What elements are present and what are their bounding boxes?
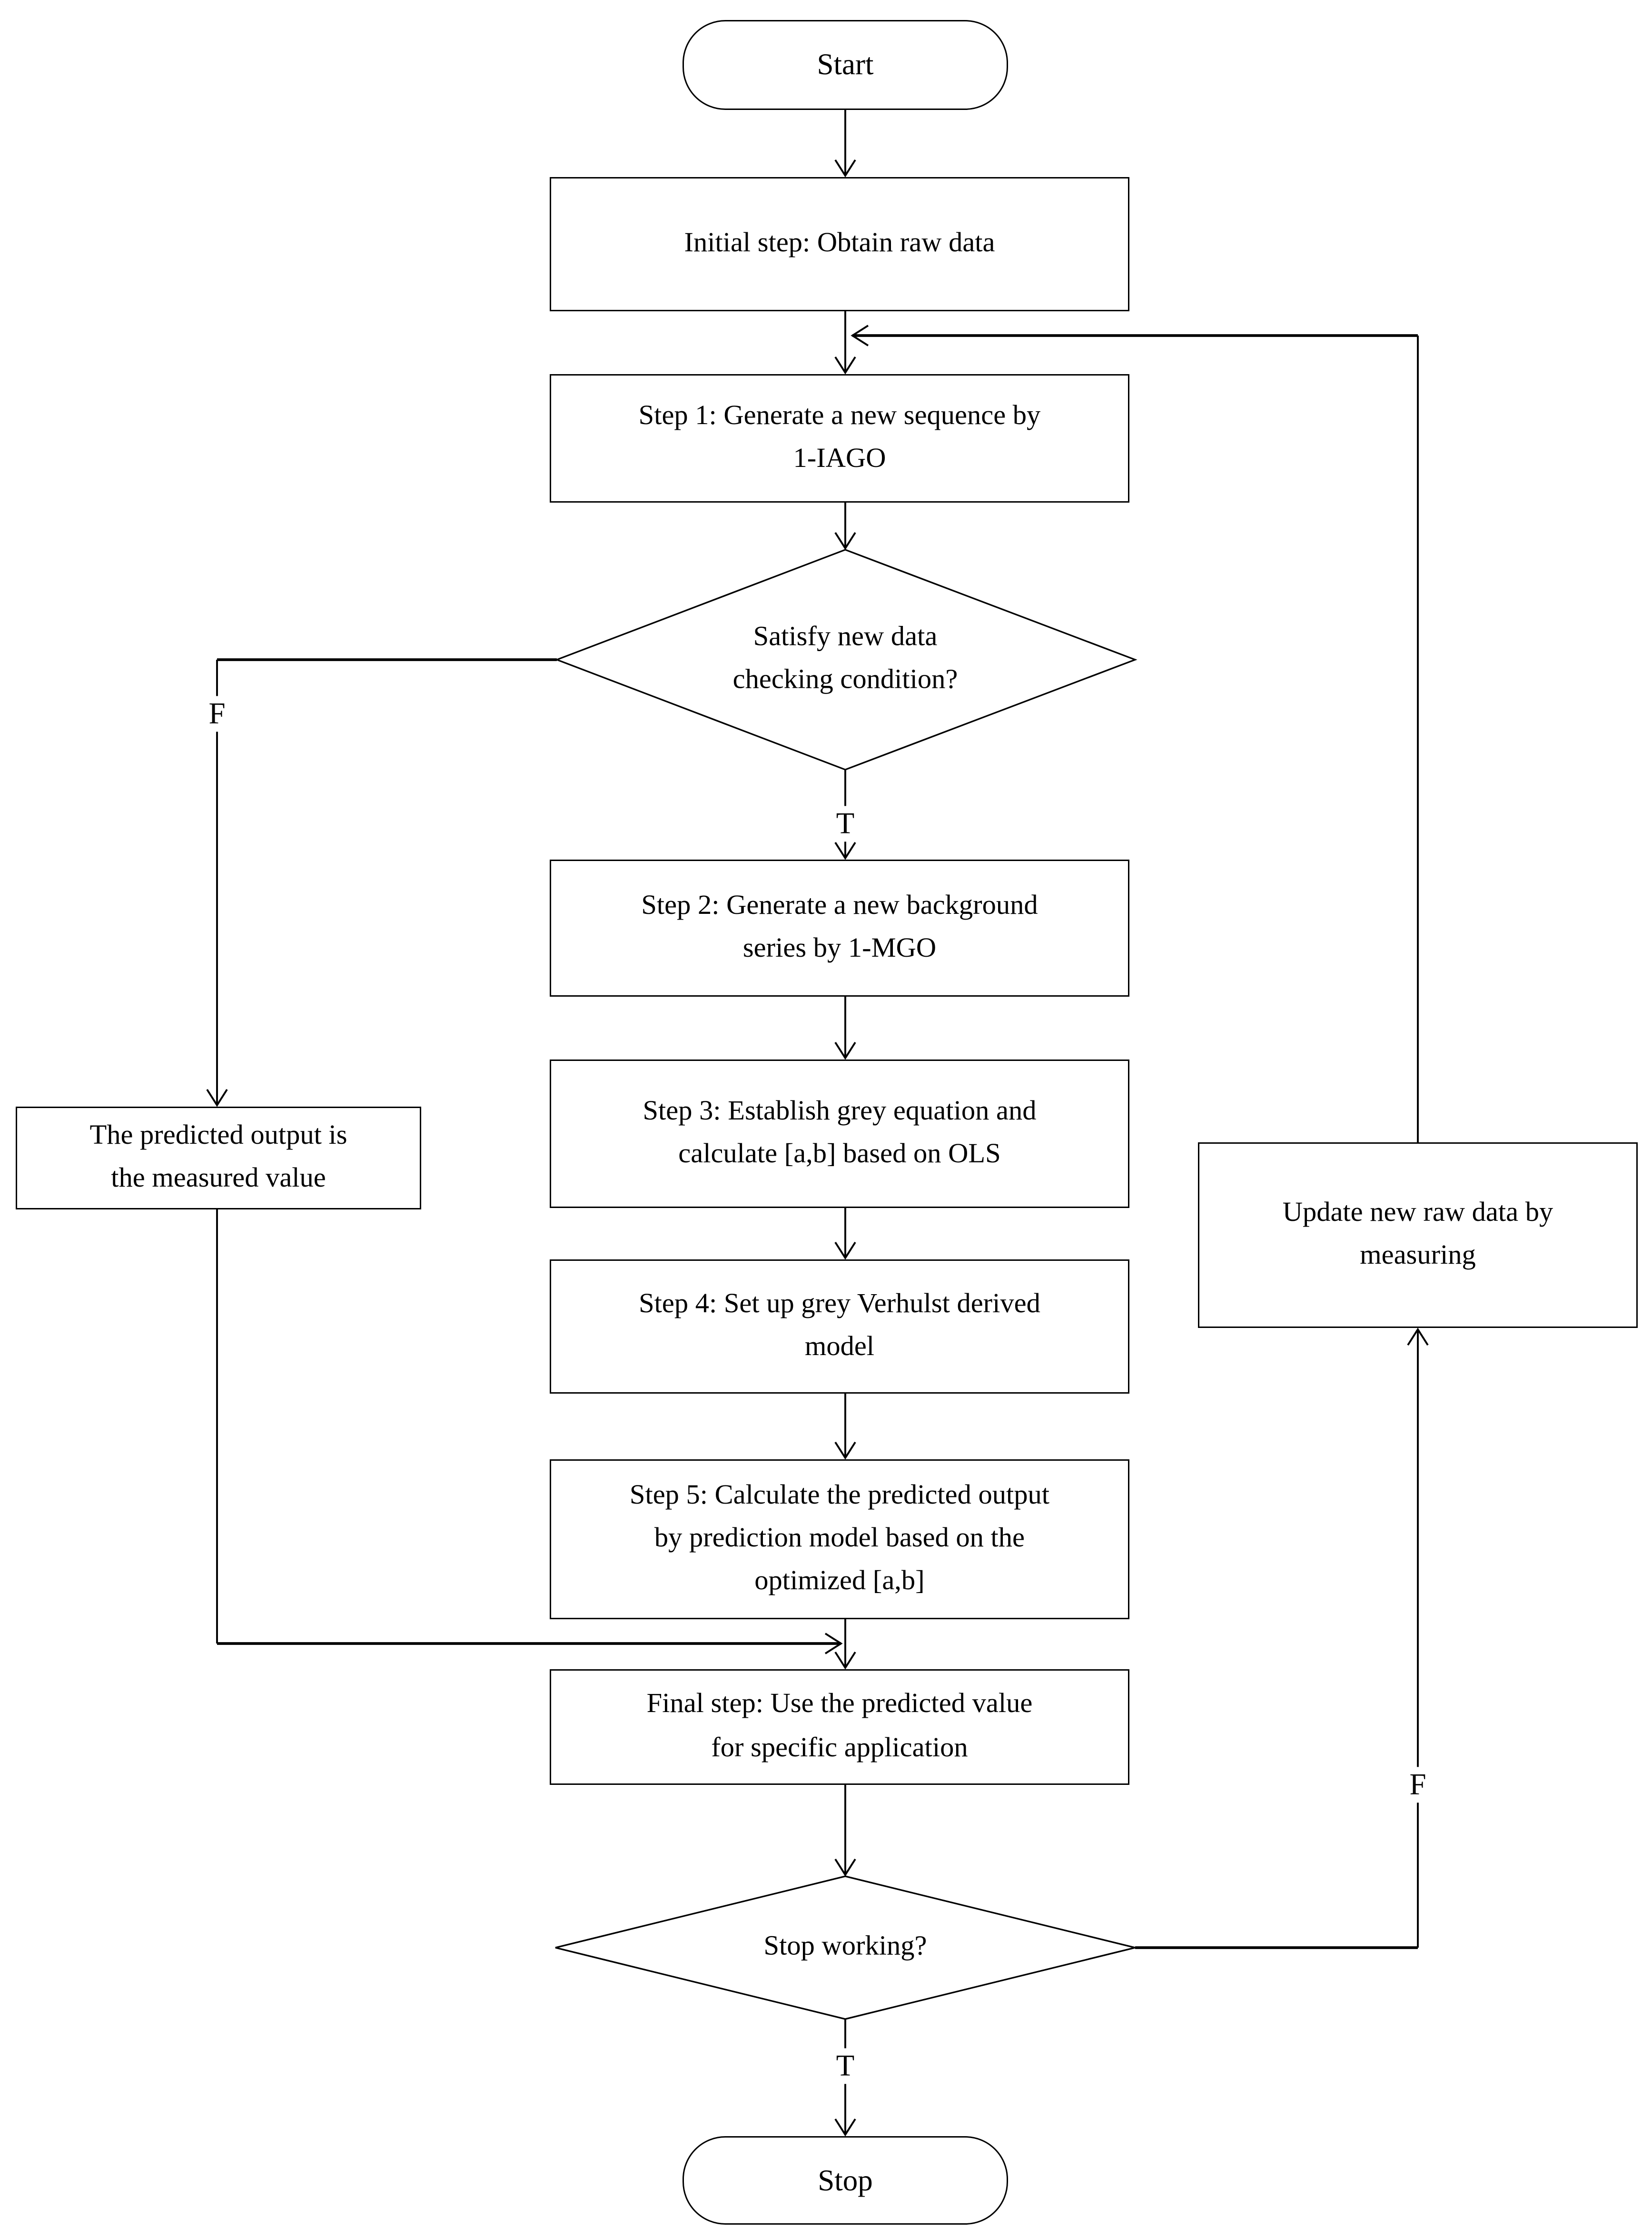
decision1-false-label: F [201, 696, 233, 732]
start-node: Start [683, 20, 1008, 110]
step4-node: Step 4: Set up grey Verhulst derived mod… [550, 1259, 1129, 1394]
decision2-true-label: T [829, 2048, 862, 2084]
step3-node: Step 3: Establish grey equation and calc… [550, 1060, 1129, 1208]
edge-step5-final [834, 1619, 856, 1670]
step2-node: Step 2: Generate a new background series… [550, 860, 1129, 997]
edge-update-feedback [851, 325, 1419, 1142]
edge-step4-step5 [834, 1394, 856, 1460]
edge-decision2-false-right [1135, 1327, 1429, 1949]
edge-start-initial [834, 110, 856, 178]
decision1-true-label: T [829, 806, 862, 842]
step5-node: Step 5: Calculate the predicted output b… [550, 1459, 1129, 1619]
initial-step-node: Initial step: Obtain raw data [550, 177, 1129, 311]
stop-node: Stop [683, 2136, 1008, 2225]
edge-step2-step3 [834, 997, 856, 1060]
update-raw-data-node: Update new raw data by measuring [1198, 1142, 1638, 1328]
edge-decision1-false-left [206, 658, 557, 1107]
edge-step3-step4 [834, 1208, 856, 1260]
edge-initial-step1 [834, 311, 856, 375]
predicted-output-node: The predicted output is the measured val… [16, 1107, 421, 1209]
edge-step1-decision1 [834, 503, 856, 550]
final-step-node: Final step: Use the predicted value for … [550, 1669, 1129, 1785]
decision2-diamond [555, 1875, 1136, 2020]
decision2-label: Stop working? [763, 1931, 927, 1962]
edge-predicted-join [216, 1209, 843, 1654]
decision1-diamond [554, 549, 1138, 771]
edge-final-decision2 [834, 1785, 856, 1877]
step1-node: Step 1: Generate a new sequence by 1-IAG… [550, 374, 1129, 503]
decision1-label: Satisfy new data checking condition? [732, 622, 958, 695]
decision2-false-label: F [1402, 1767, 1434, 1803]
